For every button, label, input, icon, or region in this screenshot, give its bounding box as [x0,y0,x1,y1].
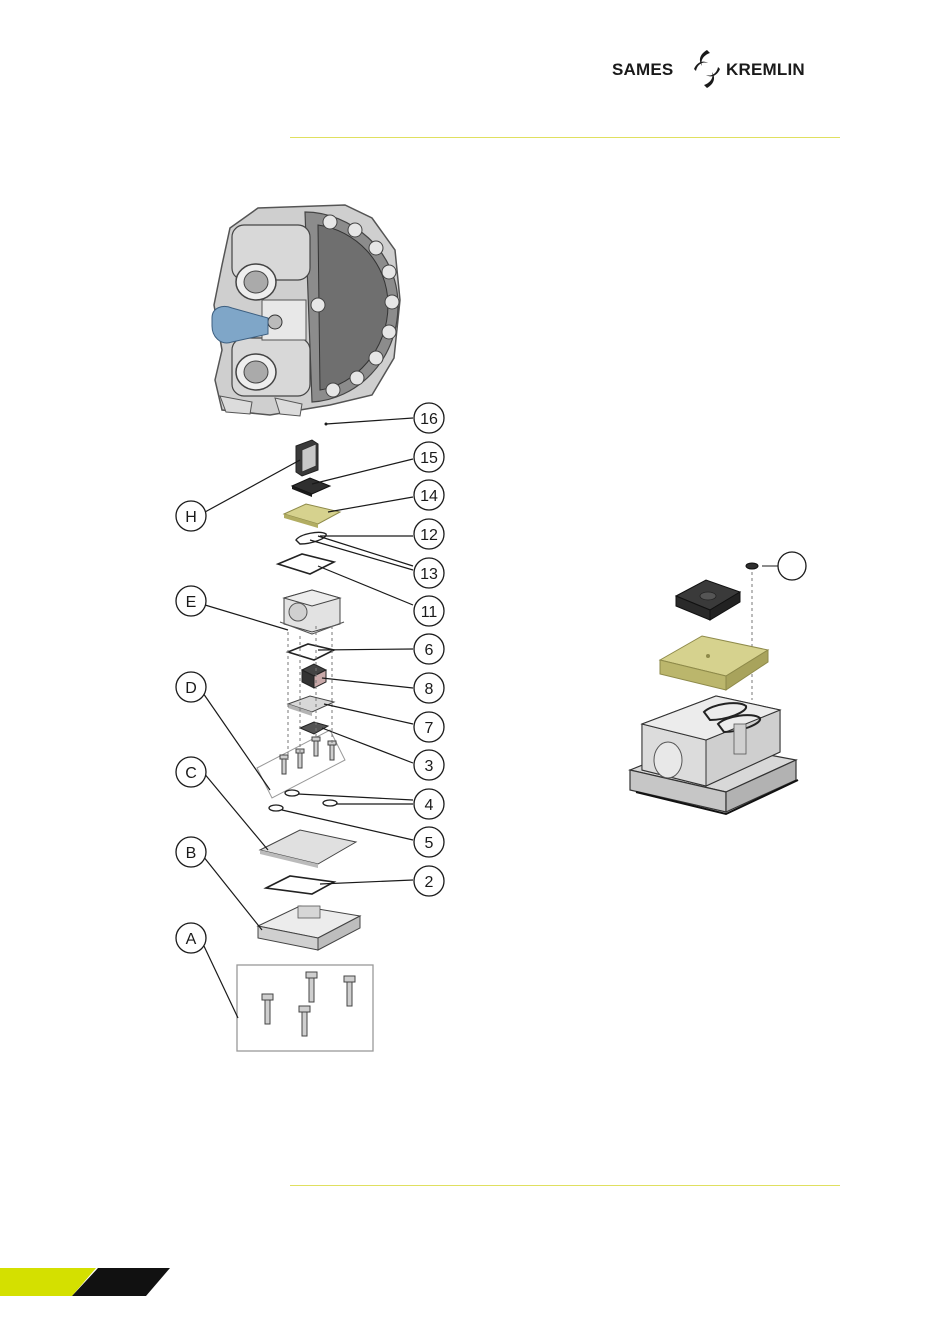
detail-dark-pad [676,580,740,620]
callout-letter-label-A: A [186,931,197,948]
letter-callouts: H E D C B A [176,501,206,953]
callout-letter-label-B: B [186,845,197,862]
part-4-oring-b [323,800,337,806]
callout-number-label-2: 2 [425,874,434,891]
callout-number-label-13: 13 [420,566,438,583]
part-11-gasket [278,554,334,574]
part-14-plate [284,504,340,524]
part-16-point [325,423,328,426]
callout-number-label-4: 4 [425,797,434,814]
part-8-block [302,664,326,688]
part-6-seal [288,644,334,660]
callout-number-label-6: 6 [425,642,434,659]
part-c-plate [260,830,356,864]
callout-number-label-15: 15 [420,450,438,467]
part-3-seal [300,722,328,734]
callout-number-label-14: 14 [420,488,438,505]
callout-number-label-7: 7 [425,720,434,737]
callout-letter-label-D: D [185,680,197,697]
part-2-gasket [266,876,334,894]
callout-number-label-11: 11 [421,604,438,621]
footer-rule [290,1185,840,1186]
part-5-oring [269,805,283,811]
part-a-screws [237,965,373,1051]
detail-housing [630,696,798,814]
callout-number-label-3: 3 [425,758,434,775]
detail-washer [746,563,758,569]
callout-letter-label-C: C [185,765,197,782]
part-12-seal [296,532,326,544]
detail-view [630,552,806,814]
callout-number-label-5: 5 [425,835,434,852]
callout-number-label-8: 8 [425,681,434,698]
part-b-base [258,906,360,950]
callout-number-label-12: 12 [420,527,438,544]
detail-callout-circle [778,552,806,580]
part-4-oring [285,790,299,796]
footer-accent-band [0,1262,180,1302]
callout-letter-label-H: H [185,509,197,526]
callout-letter-label-E: E [186,594,197,611]
number-callouts: 16 15 14 12 13 11 6 8 7 3 4 5 2 [414,403,444,896]
part-e-housing [280,590,344,634]
part-h-bracket [296,440,318,476]
pump-body-illustration [212,205,400,416]
callout-number-label-16: 16 [420,411,438,428]
